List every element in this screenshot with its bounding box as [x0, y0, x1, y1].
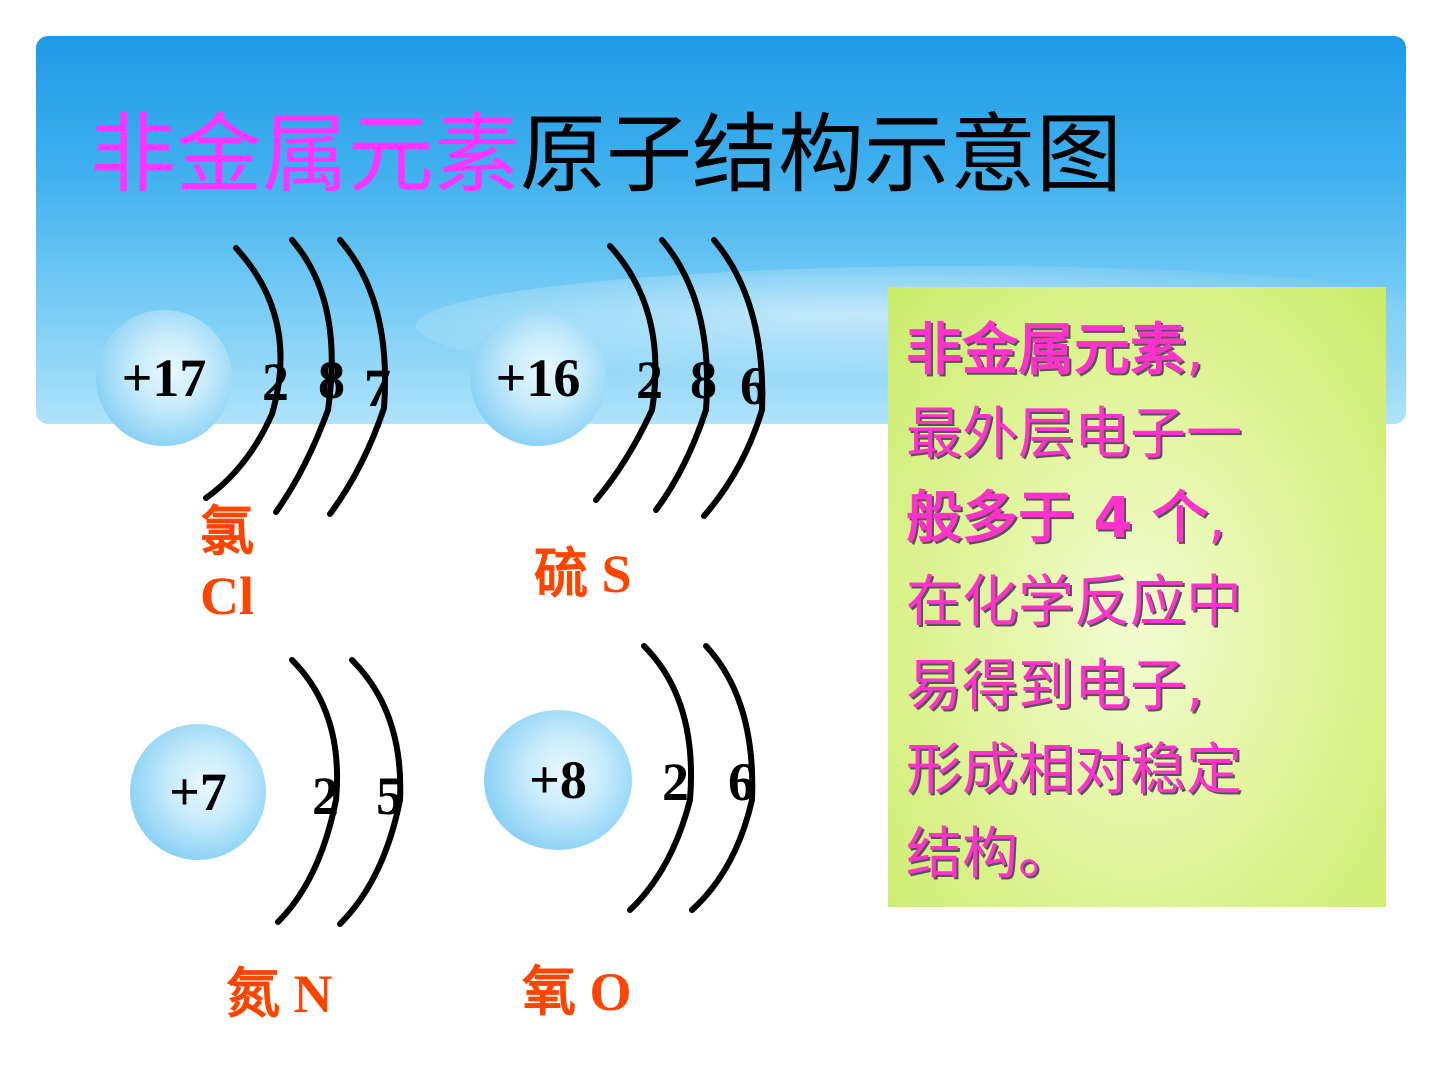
- note-line-5: 易得到电子,: [906, 654, 1204, 719]
- n-shell-2-electrons: 5: [376, 766, 403, 826]
- note-line-2: 最外层电子一: [906, 402, 1242, 467]
- s-shell-2-arc: [653, 237, 711, 513]
- summary-note-box: 非金属元素, 最外层电子一 般多于 4 个, 在化学反应中 易得到电子, 形成相…: [888, 287, 1386, 907]
- cl-chinese-name: 氯: [200, 502, 254, 562]
- s-chinese-name: 硫: [534, 544, 588, 604]
- cl-nucleus-charge: +17: [121, 348, 207, 408]
- s-nucleus-charge: +16: [495, 348, 581, 408]
- s-shell-2-electrons: 8: [690, 350, 717, 410]
- n-shell-2-arc: [337, 657, 404, 927]
- s-shell-3-arc: [701, 237, 766, 519]
- s-element-name: 硫 S: [534, 542, 632, 606]
- note-line-3-bold: 般多于 4 个: [906, 486, 1208, 551]
- o-shell-2-electrons: 6: [728, 752, 755, 812]
- n-nucleus-charge: +7: [169, 762, 227, 822]
- o-nucleus-charge: +8: [529, 750, 587, 810]
- o-shell-1-electrons: 2: [662, 752, 689, 812]
- o-symbol: O: [589, 962, 632, 1022]
- note-line-1: 非金属元素,: [906, 309, 1376, 393]
- slide-title: 非金属元素原子结构示意图: [90, 100, 1122, 210]
- cl-shell-3-electrons: 7: [364, 358, 391, 418]
- s-symbol: S: [601, 544, 632, 604]
- s-shell-1-electrons: 2: [636, 350, 663, 410]
- o-element-name: 氧 O: [522, 960, 632, 1024]
- note-line-3-comma: ,: [1207, 486, 1226, 551]
- n-shell-1-electrons: 2: [312, 766, 339, 826]
- cl-shell-2-electrons: 8: [318, 350, 345, 410]
- o-nucleus: +8: [484, 710, 632, 850]
- summary-note-text: 非金属元素, 最外层电子一 般多于 4 个, 在化学反应中 易得到电子, 形成相…: [906, 309, 1376, 897]
- title-rest: 原子结构示意图: [520, 105, 1122, 205]
- s-shell-1-arc: [593, 243, 659, 503]
- o-chinese-name: 氧: [522, 962, 576, 1022]
- note-line-1-comma: ,: [1186, 318, 1204, 383]
- note-line-1-bold: 非金属元素: [906, 318, 1186, 383]
- n-element-name: 氮 N: [226, 962, 333, 1026]
- cl-symbol: Cl: [200, 566, 254, 626]
- note-line-7: 结构。: [906, 822, 1074, 887]
- n-shell-1-arc: [275, 657, 341, 925]
- cl-shell-1-electrons: 2: [262, 352, 289, 412]
- cl-nucleus: +17: [96, 310, 232, 446]
- o-shell-2-arc: [689, 643, 756, 913]
- cl-shell-1-arc: [203, 245, 284, 501]
- n-chinese-name: 氮: [226, 964, 280, 1024]
- cl-shell-3-arc: [327, 237, 389, 517]
- o-shell-1-arc: [627, 643, 695, 913]
- cl-shell-2-arc: [273, 237, 335, 515]
- n-symbol: N: [293, 964, 333, 1024]
- note-line-6: 形成相对稳定: [906, 738, 1242, 803]
- cl-element-name: 氯 Cl: [200, 500, 254, 628]
- n-nucleus: +7: [130, 724, 266, 860]
- s-shell-3-electrons: 6: [740, 356, 767, 416]
- note-line-3: 般多于 4 个,: [906, 477, 1376, 561]
- title-highlight: 非金属元素: [90, 105, 520, 205]
- note-line-4: 在化学反应中: [906, 570, 1242, 635]
- s-nucleus: +16: [470, 310, 606, 446]
